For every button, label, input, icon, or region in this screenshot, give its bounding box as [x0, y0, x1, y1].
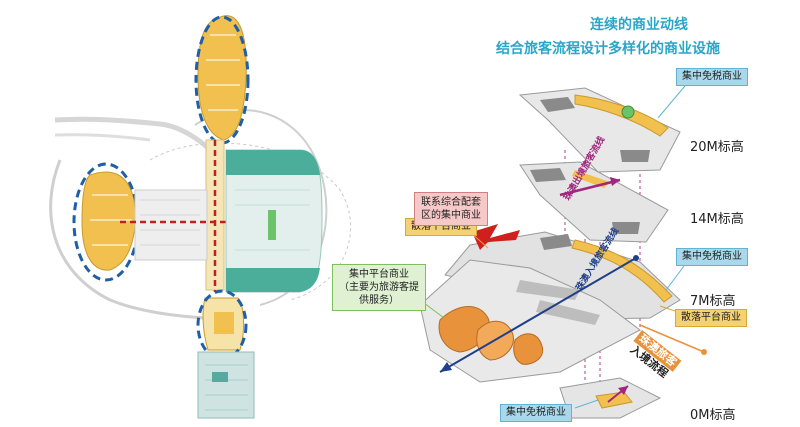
west-pier-detail [90, 194, 132, 246]
platform-orange-zone-3 [513, 333, 544, 365]
level-label-7m: 7M标高 [690, 294, 736, 309]
entry-flow-orange [639, 324, 705, 353]
level-20m-node [621, 105, 635, 119]
level-0m-dutyfree-zone [595, 391, 633, 409]
east-terminal-teal-top [226, 150, 320, 175]
north-pier-detail [206, 34, 240, 111]
level-14m-slab [519, 161, 669, 243]
level-0m-slab [559, 377, 662, 419]
callout-dutyfree-7m: 集中免税商业 [676, 248, 748, 266]
callout-scattered-7m: 散落平台商业 [675, 309, 747, 327]
callout-dutyfree-0m: 集中免税商业 [500, 404, 572, 422]
west-connector [134, 189, 208, 261]
platform-level-slab [419, 255, 641, 383]
callout-platform-line-2: （主要为旅游客提 [339, 282, 419, 293]
platform-blue-flow [439, 257, 637, 373]
level-20m-slab [518, 87, 681, 173]
callout-link-line-1: 联系综合配套 [421, 197, 481, 208]
level-label-14m: 14M标高 [690, 212, 744, 227]
east-terminal-green-fixture [268, 210, 276, 240]
east-terminal-teal-bottom [226, 268, 320, 292]
level-14m-commerce-band [572, 170, 610, 188]
title-line-1: 连续的商业动线 [590, 17, 688, 33]
south-annex [197, 351, 255, 419]
callout-platform-line-1: 集中平台商业 [349, 269, 409, 280]
callout-link-line-2: 区的集中商业 [421, 210, 481, 221]
callout-platform-line-3: 供服务） [359, 295, 399, 306]
level-7m-commerce-band [571, 239, 673, 303]
plan-left-arc [49, 159, 206, 320]
title-line-2: 结合旅客流程设计多样化的商业设施 [496, 41, 720, 57]
level-label-20m: 20M标高 [690, 140, 744, 155]
level-20m-commerce-band [574, 94, 669, 137]
callout-link-commerce: 联系综合配套 区的集中商业 [414, 192, 488, 226]
link-red-arrow [472, 224, 520, 250]
callout-dutyfree-20m: 集中免税商业 [676, 68, 748, 86]
callout-platform-commerce: 集中平台商业 （主要为旅游客提 供服务） [332, 264, 426, 311]
plan-top-road [54, 116, 212, 152]
level-label-0m: 0M标高 [690, 408, 736, 423]
plan-top-road-2 [54, 133, 151, 142]
level-14m-flow-arrow [559, 178, 621, 197]
